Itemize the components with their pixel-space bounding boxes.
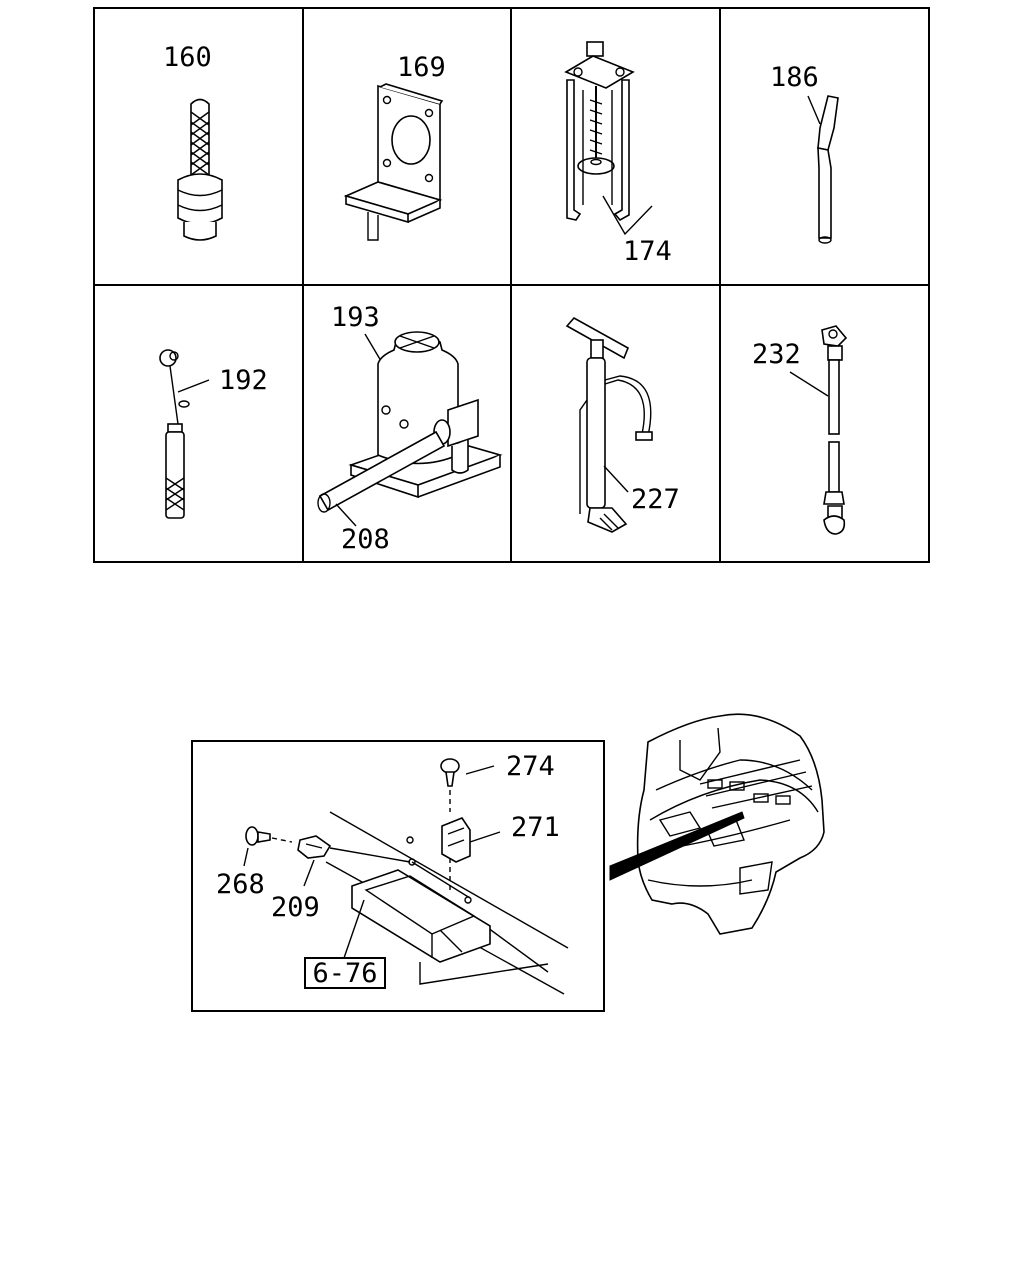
tool-cell-174: 174: [564, 41, 672, 267]
callout-274: 274: [506, 751, 555, 782]
tool-cell-186: 186: [770, 62, 839, 244]
tool-cell-227: 227: [565, 316, 680, 533]
tool-cell-169: 169: [343, 52, 446, 241]
bracket-icon: [343, 83, 444, 241]
clip-271: [441, 817, 471, 863]
part-label-208: 208: [341, 524, 390, 555]
reference-box-label: 6-76: [312, 958, 377, 989]
part-label-160: 160: [163, 42, 212, 73]
tool-cell-232: 232: [752, 325, 848, 535]
part-label-193: 193: [331, 302, 380, 333]
tool-grid: [93, 7, 930, 563]
part-label-186: 186: [770, 62, 819, 93]
tool-cell-192: 192: [159, 349, 268, 519]
detail-view: 274 271 268 209 6-76: [191, 740, 605, 1012]
callout-271: 271: [511, 812, 560, 843]
callout-209: 209: [271, 892, 320, 923]
holder-209: [297, 835, 411, 863]
part-label-227: 227: [631, 484, 680, 515]
wrench-handle-icon: [821, 325, 848, 535]
detail-view-frame: [191, 740, 605, 1012]
part-label-169: 169: [397, 52, 446, 83]
reference-box: [304, 957, 386, 989]
part-label-174: 174: [623, 236, 672, 267]
gauge-tool-icon: [159, 349, 190, 519]
part-label-192: 192: [219, 365, 268, 396]
puller-icon: [564, 41, 635, 222]
pin-tool-icon: [177, 98, 223, 241]
tool-cell-193: 193 208: [317, 302, 503, 555]
jack-handle-icon: [317, 430, 446, 513]
tool-cell-160: 160: [163, 42, 223, 241]
pry-bar-icon: [817, 95, 839, 244]
hand-pump-icon: [565, 316, 653, 533]
detail-leader: [609, 811, 745, 881]
callout-268: 268: [216, 869, 265, 900]
part-label-232: 232: [752, 339, 801, 370]
grommet-268: [245, 826, 293, 846]
